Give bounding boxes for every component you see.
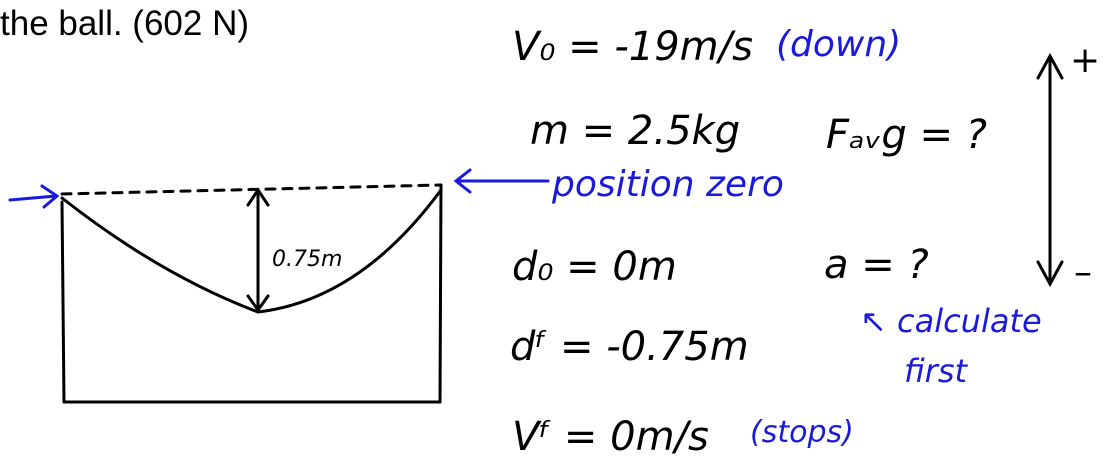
container-right-wall [438, 183, 443, 404]
start-pointer-arrow [8, 184, 60, 209]
container-left-wall [60, 200, 66, 404]
dashed-zero-line [60, 183, 443, 196]
up-positive-sign: + [1070, 40, 1100, 81]
crater-diagram [60, 183, 443, 404]
down-arrow-head [1036, 260, 1064, 288]
final-velocity: Vᶠ = 0m/s [512, 414, 709, 460]
average-force: Fₐᵥg = ? [826, 112, 987, 158]
acceleration-note-2: first [904, 352, 969, 390]
acceleration: a = ? [824, 242, 929, 288]
final-position: dᶠ = -0.75m [510, 324, 749, 370]
direction-indicator [1036, 52, 1064, 288]
up-arrow-head [1036, 52, 1064, 80]
problem-header-text: the ball. (602 N) [0, 4, 250, 43]
position-zero-label: position zero [551, 164, 784, 205]
depth-arrow-head-bottom [246, 294, 270, 313]
final-velocity-note: (stops) [750, 415, 854, 450]
down-negative-sign: – [1074, 252, 1092, 293]
initial-velocity-note: (down) [776, 24, 901, 65]
depth-arrow-head-top [246, 187, 270, 207]
mass: m = 2.5kg [530, 108, 740, 154]
acceleration-note-1: ↖ calculate [860, 302, 1042, 340]
position-zero-arrow [453, 168, 550, 194]
ball-path-curve [60, 188, 443, 314]
initial-position: d₀ = 0m [512, 244, 677, 290]
initial-velocity: V₀ = -19m/s [512, 24, 753, 70]
depth-label: 0.75m [272, 247, 342, 272]
